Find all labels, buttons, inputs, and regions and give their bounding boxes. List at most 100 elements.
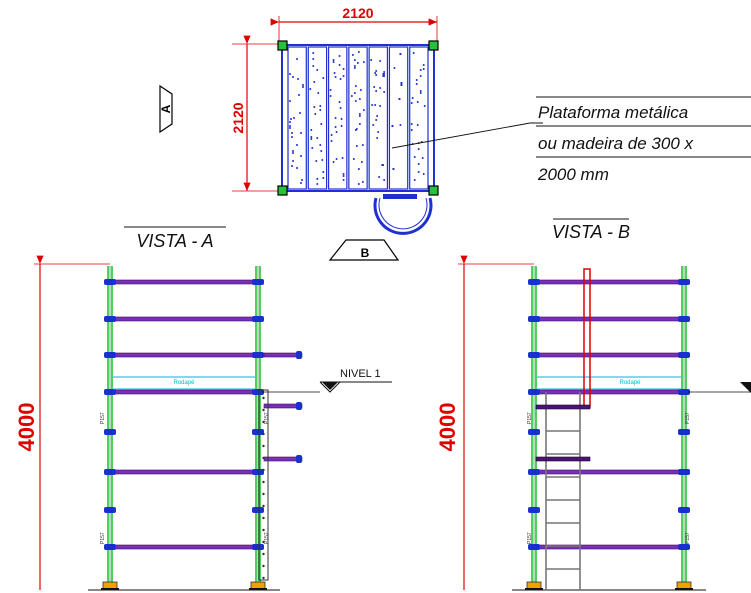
- plank-dot: [292, 76, 294, 78]
- ledger: [536, 352, 682, 358]
- plank-dot: [350, 95, 353, 97]
- view-a-height-label: 4000: [14, 403, 39, 452]
- view-b: VISTA - B 4000 Rodapé P157 P157 P157 P15…: [435, 218, 751, 591]
- plank-dot: [361, 144, 364, 146]
- plank-dot: [373, 86, 376, 88]
- plank-dot: [289, 73, 291, 75]
- plank-dot: [379, 87, 382, 89]
- plank-dot: [340, 118, 343, 120]
- view-a-post-tag-1: P157: [100, 412, 106, 424]
- plan-depth-label: 2120: [230, 102, 246, 133]
- side-ladder-rung: [262, 396, 265, 400]
- plan-access-hatch: [373, 194, 433, 235]
- plank: [409, 46, 429, 190]
- plank-dot: [382, 75, 385, 77]
- plank-dot: [421, 157, 424, 159]
- side-ladder-rung: [262, 516, 265, 520]
- plank-dot: [293, 117, 295, 119]
- plank-dot: [357, 51, 360, 53]
- coupler: [528, 469, 540, 475]
- coupler: [528, 352, 540, 358]
- base-plate: [102, 581, 118, 590]
- plank-dot: [315, 160, 318, 162]
- plank-dot: [329, 89, 332, 91]
- plank-dot: [342, 75, 345, 77]
- view-b-title: VISTA - B: [552, 222, 630, 242]
- plank-dot: [332, 161, 335, 163]
- coupler: [678, 352, 690, 358]
- hatch-ledger: [535, 456, 591, 462]
- plank-dot: [356, 62, 359, 64]
- view-b-rail-label: Rodapé: [619, 380, 641, 386]
- plank-dot: [413, 156, 416, 158]
- coupler: [252, 279, 264, 285]
- base-plate: [250, 581, 266, 590]
- side-ladder-rung: [262, 432, 265, 436]
- plank-dot: [322, 77, 325, 79]
- view-a-side-brackets: [258, 351, 303, 581]
- side-ladder-rung: [262, 564, 265, 568]
- plank-dot: [371, 104, 374, 106]
- plank-dot: [342, 175, 345, 177]
- ledger: [112, 544, 256, 550]
- plank-dot: [292, 150, 294, 152]
- plank-dot: [358, 123, 361, 125]
- plank-dot: [312, 65, 315, 67]
- plank-dot: [422, 173, 425, 175]
- plank-dot: [322, 177, 325, 179]
- plank-dot: [361, 181, 364, 183]
- plank-dot: [332, 61, 335, 63]
- side-ladder-rung: [262, 420, 265, 424]
- plan-note: Plataforma metálica ou madeira de 300 x …: [536, 96, 751, 184]
- view-b-access-ladder: [535, 392, 591, 590]
- plank-dot: [296, 144, 298, 146]
- coupler: [104, 507, 116, 513]
- coupler: [528, 544, 540, 550]
- coupler: [104, 316, 116, 322]
- plank-dot: [423, 105, 426, 107]
- plank-dot: [362, 109, 365, 111]
- plank-dot: [300, 182, 302, 184]
- plank-dot: [416, 124, 419, 126]
- ledger: [536, 469, 682, 475]
- view-b-guard-rail: [583, 268, 591, 408]
- plank-dot: [398, 98, 401, 100]
- plank-dot: [352, 158, 355, 160]
- coupler: [252, 316, 264, 322]
- plank-dot: [322, 171, 325, 173]
- view-b-post-tag-2: P157: [527, 532, 533, 544]
- plank-dot: [411, 97, 414, 99]
- base-plate: [676, 581, 692, 590]
- plank-dot: [354, 100, 357, 102]
- plank-dot: [358, 113, 361, 115]
- coupler: [678, 389, 690, 395]
- plank-dot: [314, 113, 317, 115]
- plank-dot: [419, 69, 422, 71]
- plank-dot: [338, 64, 341, 66]
- plank-dot: [359, 89, 362, 91]
- plank-dot: [417, 163, 420, 165]
- side-ladder-rung: [262, 540, 265, 544]
- section-marker-b-label: B: [361, 246, 370, 260]
- coupler: [678, 429, 690, 435]
- coupler: [678, 507, 690, 513]
- plank-dot: [320, 123, 323, 125]
- side-ladder-rung: [262, 456, 265, 460]
- plank-dot: [299, 112, 301, 114]
- plank: [307, 46, 328, 190]
- plank-dot: [383, 179, 386, 181]
- coupler: [252, 469, 264, 475]
- base-plate: [526, 581, 542, 590]
- view-b-post-tag-3: P157: [685, 412, 691, 424]
- view-a-post-tag-2: P157: [100, 532, 106, 544]
- bracket-end: [296, 351, 302, 359]
- view-a-rail-label: Rodapé: [173, 380, 195, 386]
- plank-dot: [291, 165, 293, 167]
- plank-dot: [340, 125, 343, 127]
- plank-dot: [416, 101, 419, 103]
- view-b-height-dimension: 4000: [435, 255, 534, 590]
- plank-dot: [357, 183, 360, 185]
- side-ladder-rung: [262, 504, 265, 508]
- section-marker-b: B: [328, 239, 400, 261]
- ledger: [112, 352, 256, 358]
